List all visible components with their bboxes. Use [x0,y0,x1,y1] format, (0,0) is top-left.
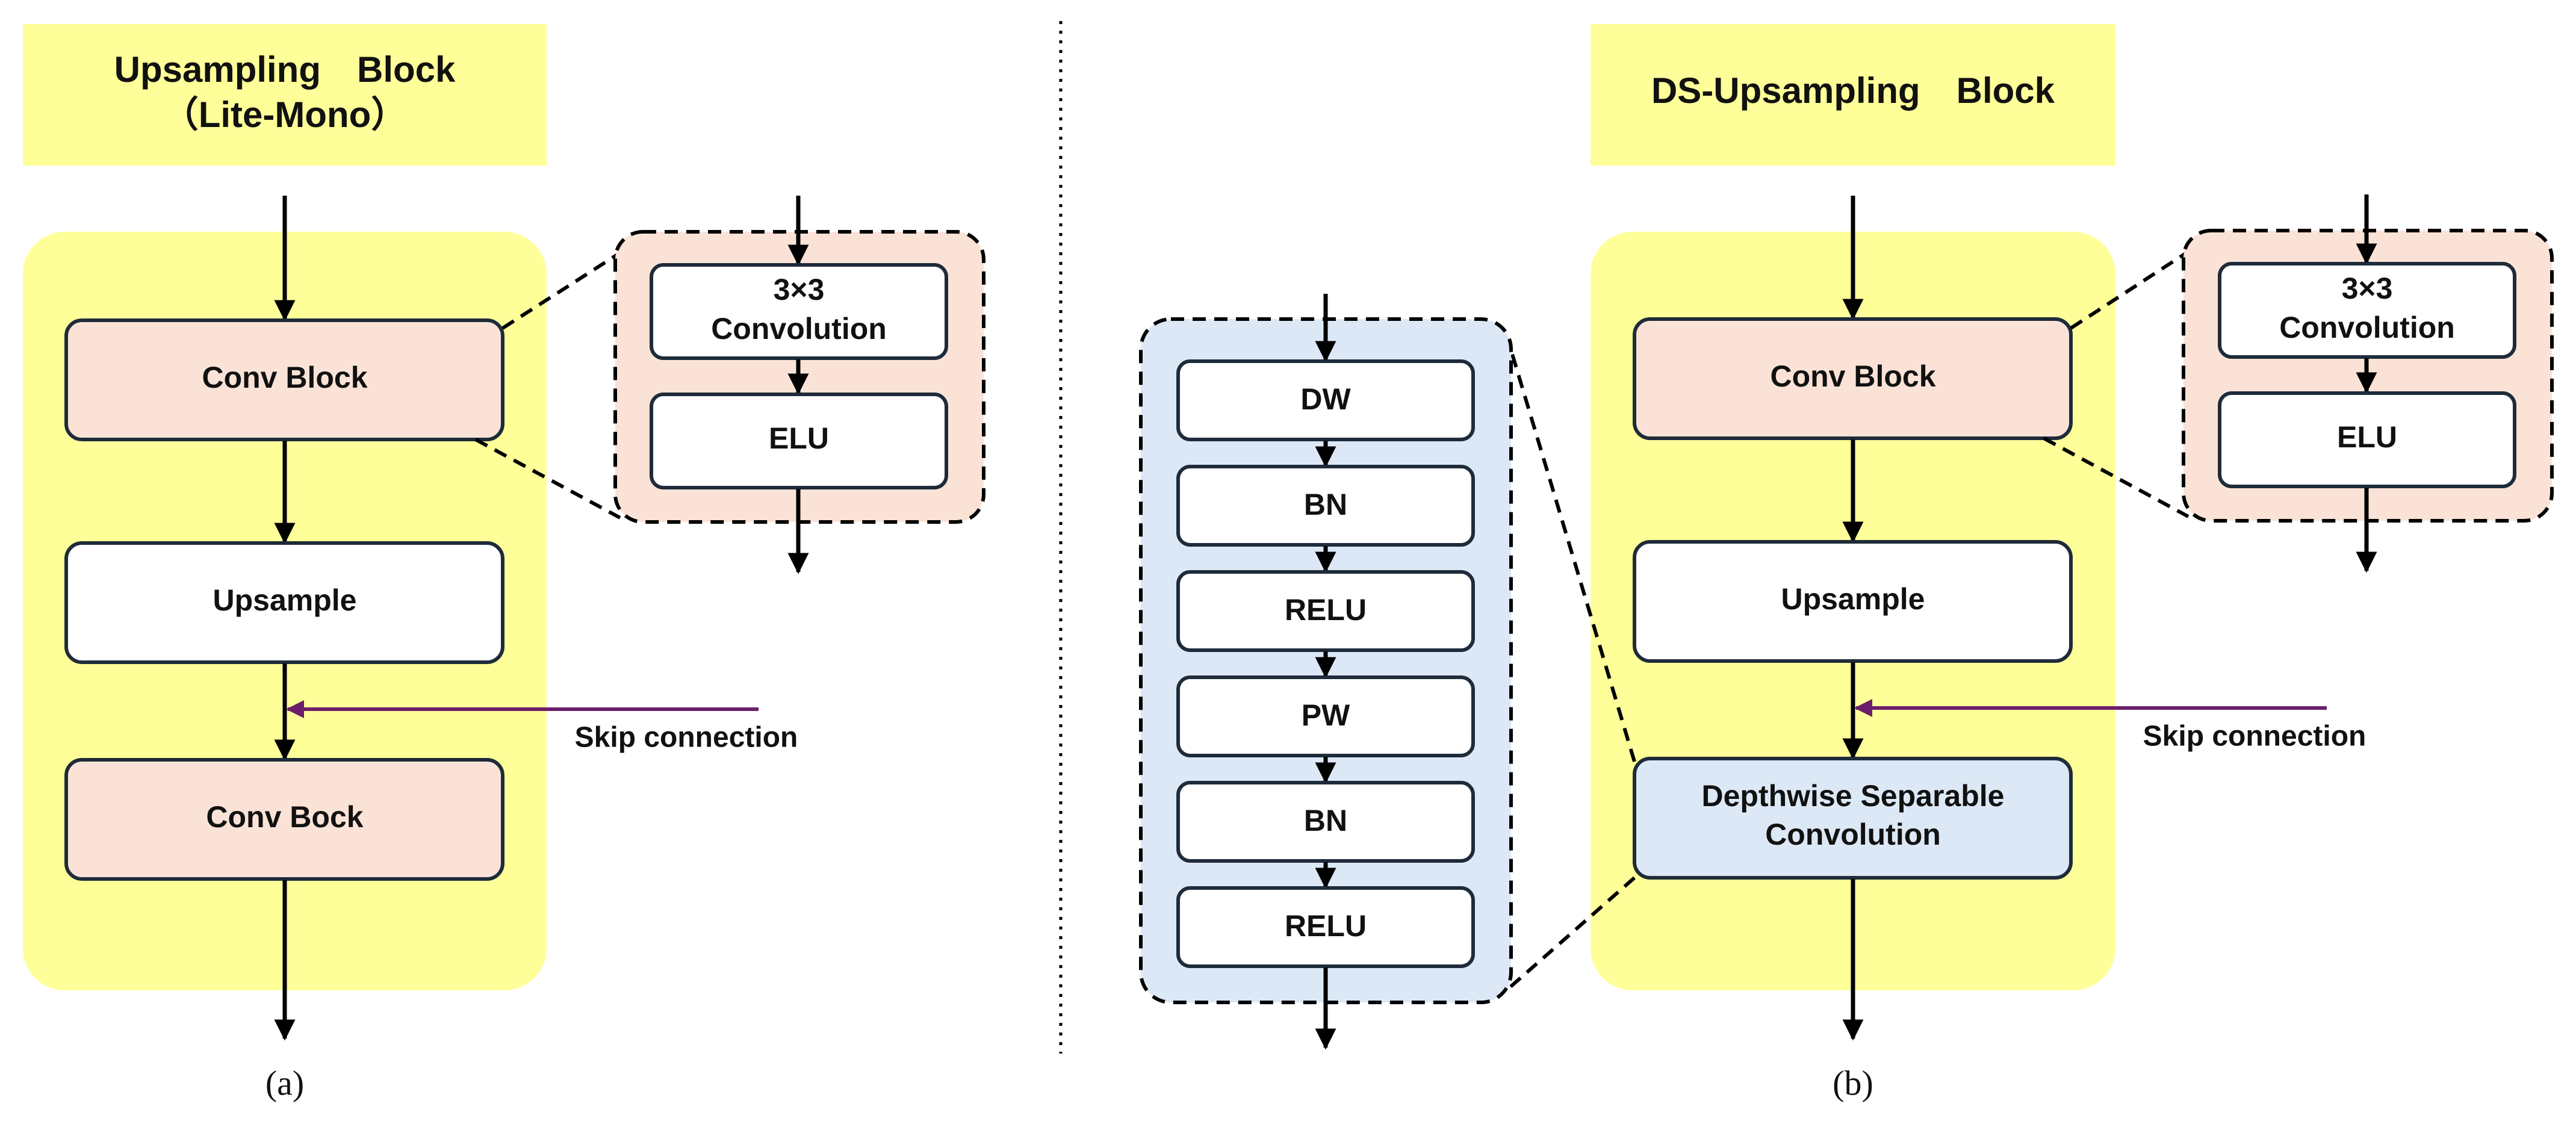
dsc-step-label: RELU [1285,909,1367,943]
panel-a-upsample-label: Upsample [213,583,357,617]
panel-b-dsc-line1: Depthwise Separable [1702,779,2005,813]
panel-b-caption: (b) [1833,1063,1873,1102]
panel-b-upsample [1633,540,2073,663]
dsc-step-label: PW [1302,698,1350,732]
panel-b-skip-label: Skip connection [2143,721,2367,753]
panel-a-conv-bock-label: Conv Bock [206,800,363,834]
dsc-step-box [1176,465,1475,547]
panel-b-zoom-line-top [2070,250,2190,330]
panel-a-zoom-line-bottom [474,438,621,520]
panel-a-detail-conv [650,263,948,360]
panel-b-detail-conv [2218,262,2516,359]
dsc-step-box [1176,359,1475,441]
panel-b-conv-block-label: Conv Block [1770,359,1935,393]
panel-b-dsc-steps: DW BN RELU PW BN RELU [1176,359,1475,1050]
panel-a-zoom-line-top [501,251,621,330]
panel-b-dsc-block [1633,757,2073,880]
dsc-step-box [1176,886,1475,968]
panel-b-dsc-zoom-line-top [1508,346,1636,762]
panel-a-title-line1: Upsampling Block [114,49,456,90]
panel-b-detail-conv-line2: Convolution [2279,311,2455,344]
panel-a-conv-block [64,318,504,441]
panel-a-detail-elu [650,393,948,489]
panel-b-dsc-zoom-line-bottom [1509,876,1636,989]
dsc-step-label: DW [1300,382,1351,416]
dsc-step-box [1176,675,1475,757]
panel-b-title: DS-Upsampling Block [1651,70,2055,111]
panel-b-zoom-line-bottom [2043,436,2190,518]
panel-a-detail-elu-label: ELU [769,421,829,455]
panel-a-skip-label: Skip connection [575,722,798,754]
dsc-step-label: RELU [1285,593,1367,627]
dsc-step-label: BN [1304,488,1347,521]
panel-b-upsample-label: Upsample [1781,582,1925,616]
panel-a-caption: (a) [265,1063,304,1102]
panel-a-title-banner [23,24,547,166]
panel-b-conv-block [1633,317,2073,440]
panel-a-conv-bock [64,758,504,881]
panel-a-detail-conv-line2: Convolution [711,312,887,346]
panel-b-detail-elu-label: ELU [2337,420,2397,454]
panel-a-conv-block-label: Conv Block [202,361,367,394]
panel-b-detail-conv-line1: 3×3 [2342,272,2393,305]
panel-b-detail-elu [2218,391,2516,488]
panel-a-detail-conv-line1: 3×3 [774,273,825,306]
panel-a: Upsampling Block （Lite-Mono） Conv Block … [23,24,985,1102]
panel-b-dsc-line2: Convolution [1765,818,1941,851]
panel-a-title-line2: （Lite-Mono） [163,95,408,135]
panel-b: DS-Upsampling Block Conv Block Upsample … [1139,24,2554,1102]
dsc-step-box [1176,570,1475,652]
dsc-step-label: BN [1304,804,1347,837]
panel-b-title-banner [1591,24,2115,166]
dsc-step-box [1176,781,1475,863]
panel-a-upsample [64,541,504,664]
